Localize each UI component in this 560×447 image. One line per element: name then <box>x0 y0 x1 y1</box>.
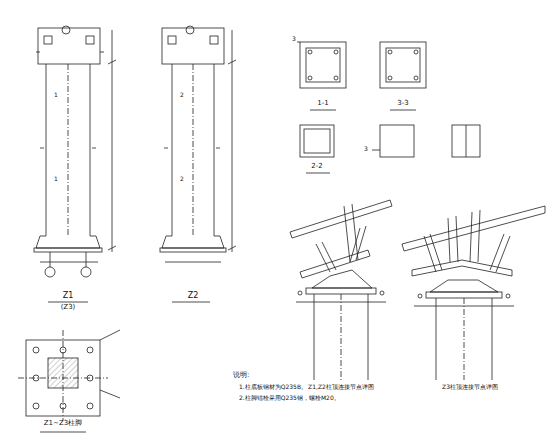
drawing-label: (Z3) <box>60 304 77 312</box>
drawing-label: Z3柱顶连接节点详图 <box>441 384 499 391</box>
drawing-label: 2.柱脚锚栓采用Q235钢，螺栓M20。 <box>238 395 341 402</box>
drawing-label: 3 <box>291 36 297 43</box>
drawing-label: Z1 <box>62 292 75 301</box>
drawing-label: 1-1 <box>316 100 329 108</box>
drawing-label: 1 <box>53 92 59 99</box>
drawing-label: 3-3 <box>396 100 409 108</box>
drawing-label: 2 <box>179 92 185 99</box>
joint-detail-1 <box>290 200 392 380</box>
drawing-label: Z1~Z3柱脚 <box>43 420 83 428</box>
column-z2 <box>160 26 236 302</box>
drawing-label: Z2 <box>187 292 200 301</box>
drawing-label: Z1,Z2柱顶连接节点详图 <box>307 384 375 391</box>
drawing-label: 1 <box>53 176 59 183</box>
drawing-label: 2 <box>179 176 185 183</box>
joint-detail-2 <box>402 206 545 380</box>
base-plate-plan <box>18 330 120 432</box>
drawing-label: 2-2 <box>310 163 323 171</box>
drawing-label: 说明: <box>232 372 250 380</box>
sections <box>292 42 480 173</box>
drawing-label: 3 <box>363 146 369 153</box>
column-z1 <box>34 26 116 302</box>
drawing-label: 1.柱底板钢材为Q235B。 <box>238 384 308 391</box>
